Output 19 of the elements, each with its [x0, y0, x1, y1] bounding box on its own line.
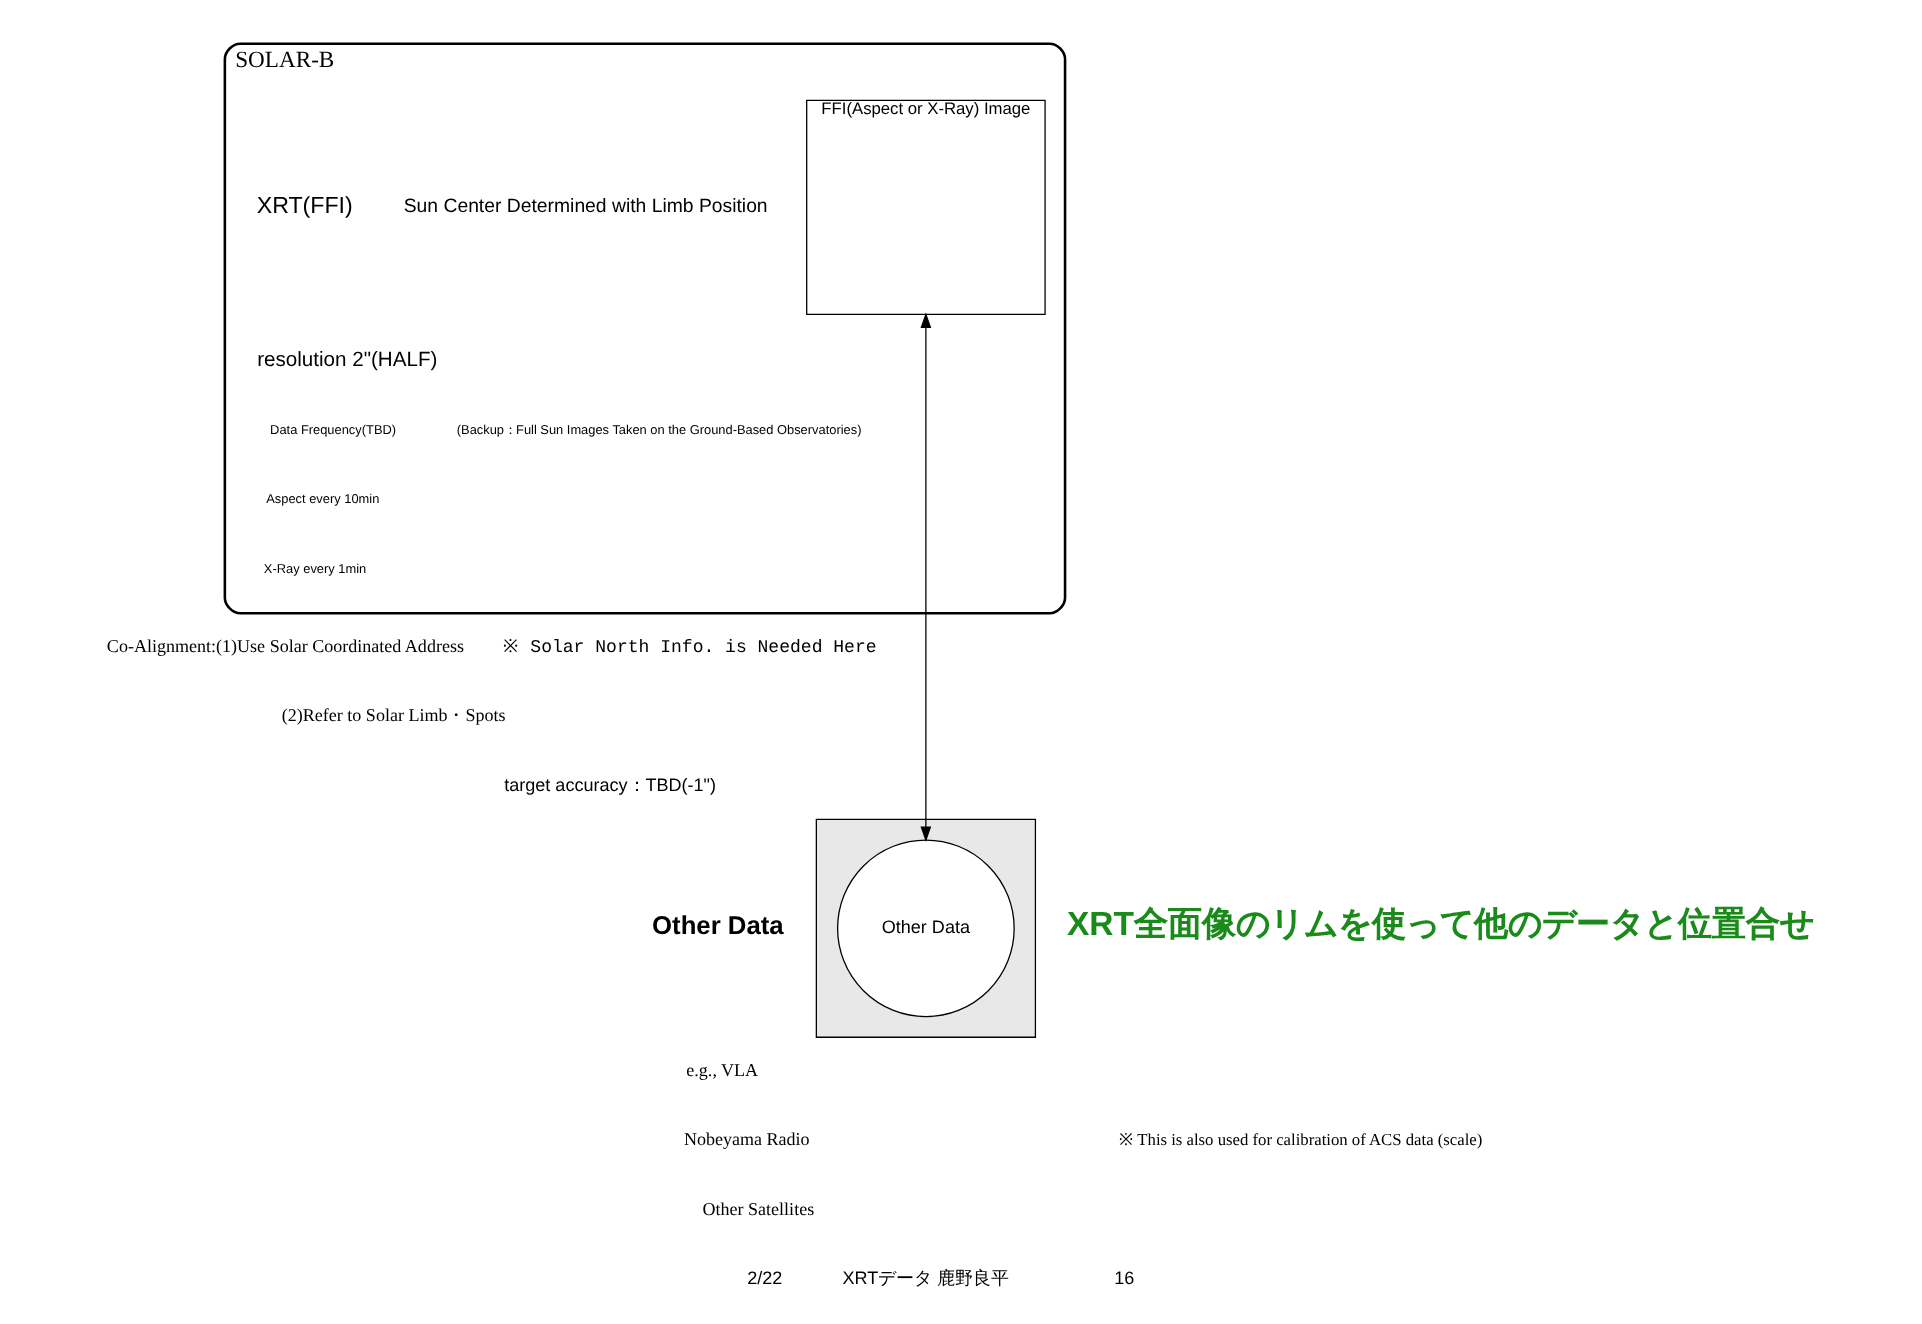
label: XRT(FFI): [256, 195, 353, 220]
label: 16: [1114, 1268, 1135, 1289]
label: Co-Alignment:(1)Use Solar Coordinated Address: [106, 635, 464, 656]
node-box: FFI(Aspect or X-Ray) Image: [806, 99, 1046, 315]
label: Other Satellites: [702, 1198, 815, 1219]
label: (2)Refer to Solar Limb・Spots: [281, 705, 506, 726]
label: XRT全面像のリムを使って他のデータと位置合せ: [1066, 905, 1814, 944]
arrow: [920, 312, 932, 842]
label: ※ Solar North Info. is Needed Here: [503, 635, 877, 658]
label: Other Data: [652, 909, 784, 940]
label: resolution 2"(HALF): [257, 349, 438, 372]
label: e.g., VLA: [686, 1059, 759, 1080]
label: 2/22: [747, 1268, 783, 1289]
label: XRTデータ 鹿野良平: [842, 1268, 1010, 1289]
label: Nobeyama Radio: [683, 1129, 810, 1150]
node-circle: Other Data: [836, 839, 1015, 1018]
label: target accuracy：TBD(-1"): [504, 774, 717, 795]
label: Sun Center Determined with Limb Position: [403, 195, 768, 218]
cluster: [815, 818, 1037, 1038]
